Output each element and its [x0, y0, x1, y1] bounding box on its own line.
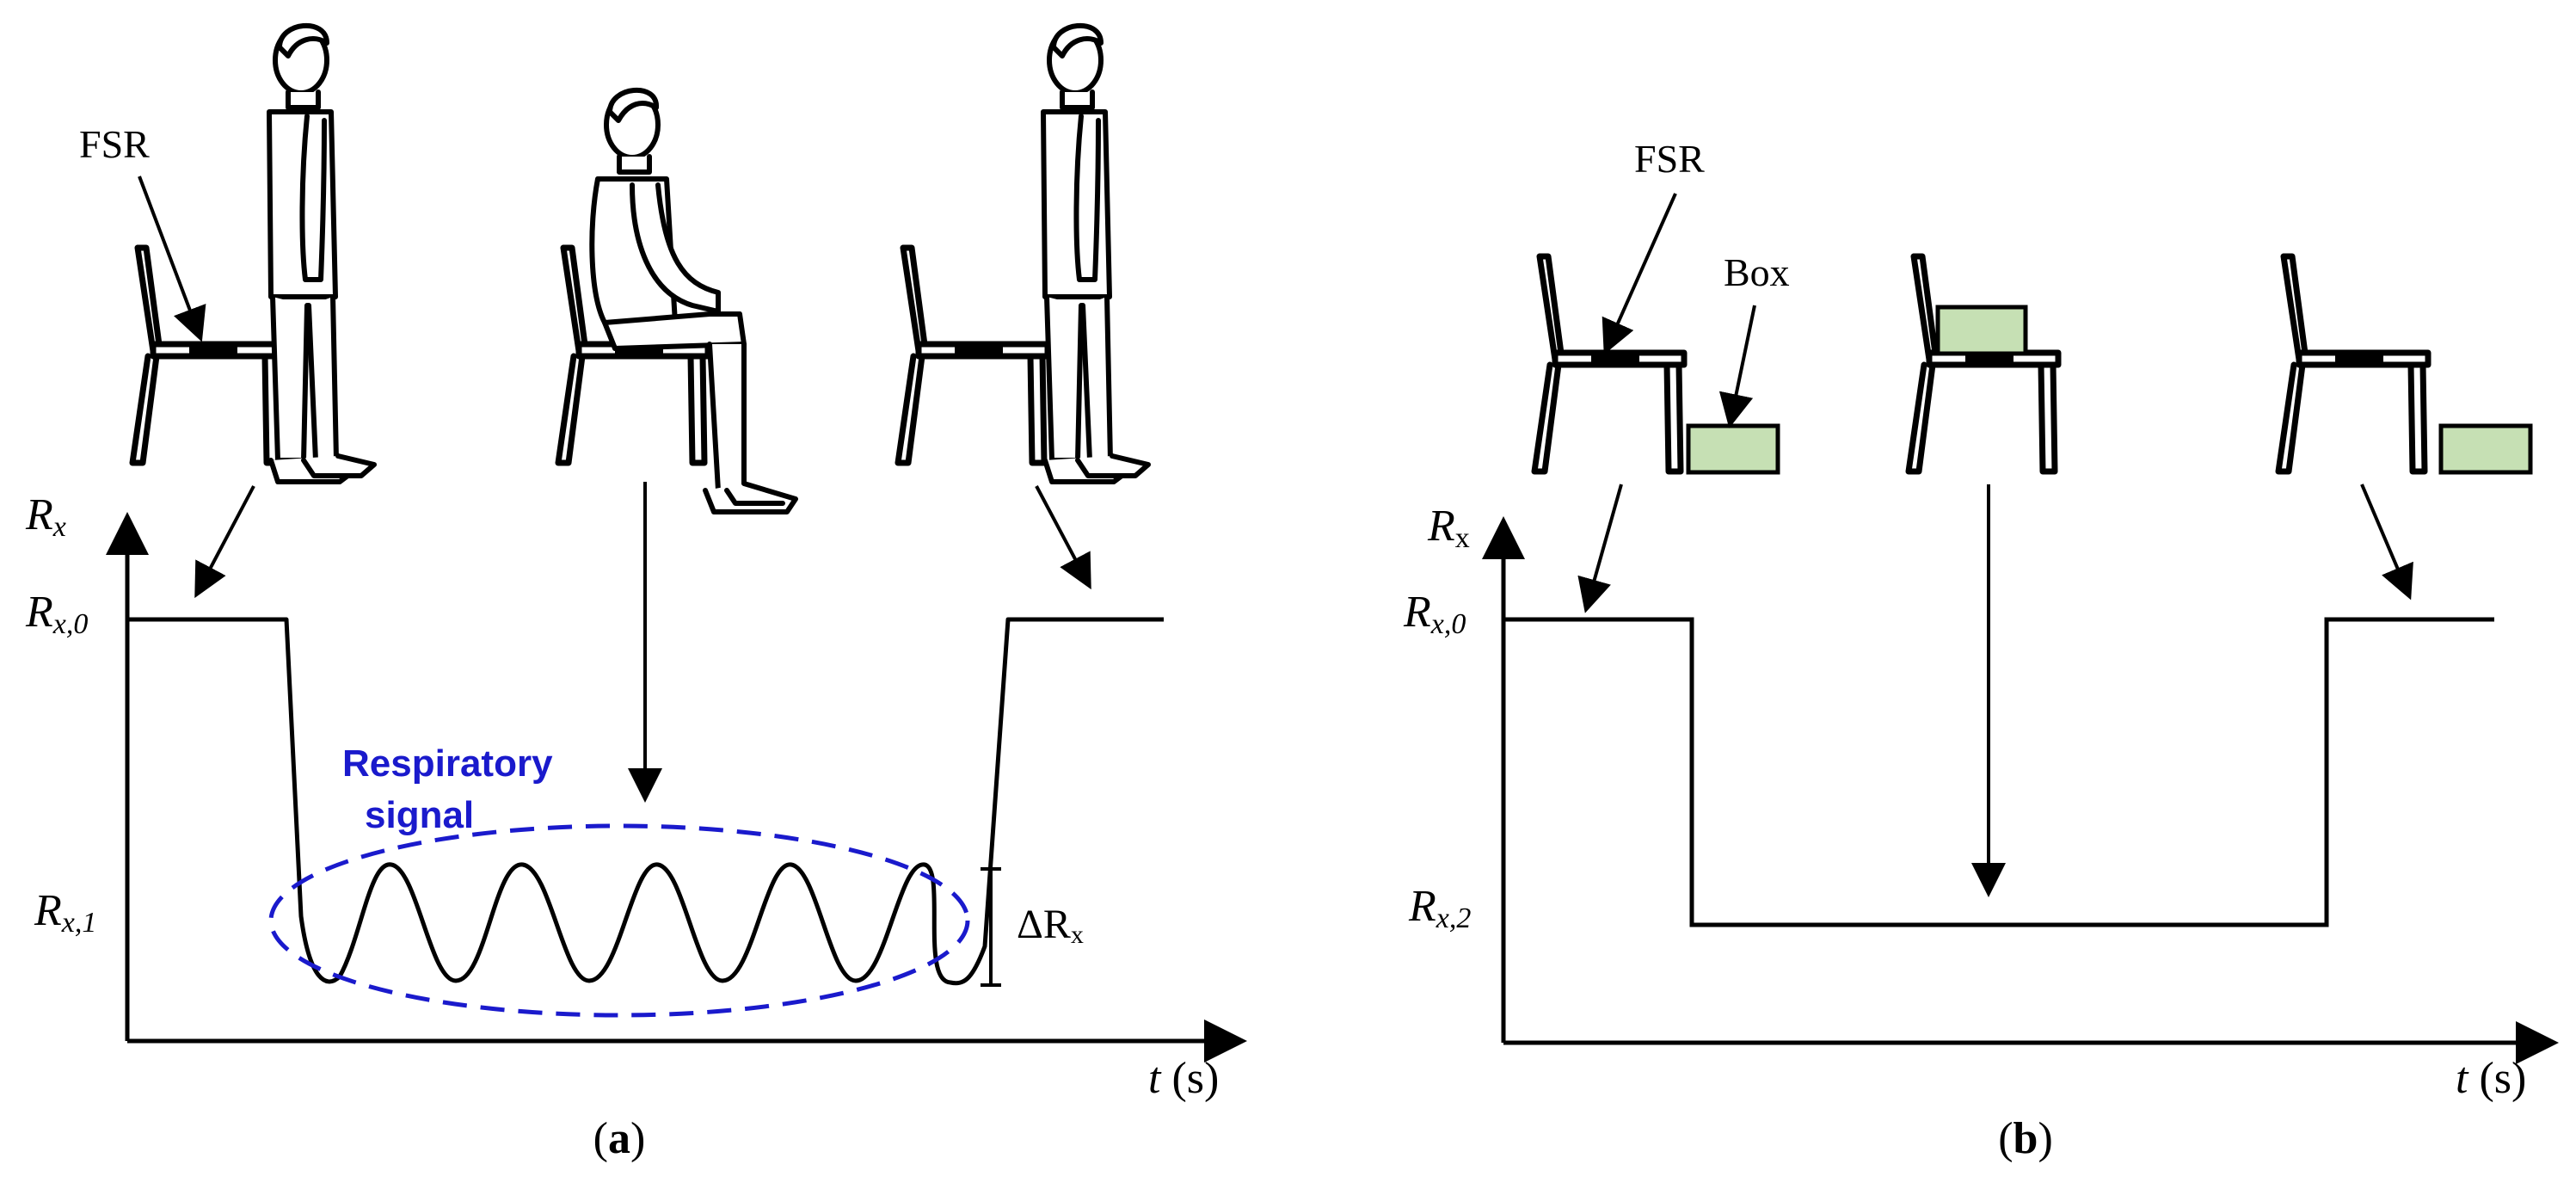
caption-a: (a)	[593, 1114, 646, 1163]
chair-icon	[1909, 256, 2058, 471]
standing-arrow	[1035, 485, 1091, 590]
signal-trace	[127, 617, 1164, 986]
unloaded-arrow	[1577, 484, 1623, 613]
standing-person-icon	[269, 26, 374, 482]
respiratory-label: Respiratory	[342, 742, 553, 785]
y-axis-label: Rx	[25, 490, 66, 543]
caption-b: (b)	[1998, 1114, 2053, 1163]
chair-icon	[132, 248, 282, 463]
chair-icon	[1534, 256, 1684, 471]
standing-person-icon	[1043, 26, 1148, 482]
unloaded-arrow	[2360, 484, 2413, 601]
level-1-label: Rx,1	[34, 886, 96, 939]
respiratory-label: signal	[365, 794, 474, 836]
chair-icon	[2278, 256, 2428, 471]
box-on-chair	[1935, 305, 2028, 356]
fsr-pointer-arrow	[138, 176, 206, 342]
box-on-floor	[1686, 423, 1780, 475]
standing-arrow	[194, 485, 255, 599]
signal-trace	[1503, 617, 2494, 927]
fsr-label: FSR	[79, 122, 150, 166]
x-axis-label: t (s)	[1148, 1054, 1219, 1103]
box-pointer-arrow	[1718, 305, 1756, 428]
box-on-floor	[2438, 423, 2533, 475]
level-0-label: Rx,0	[1403, 588, 1466, 640]
chair-icon	[898, 248, 1048, 463]
fsr-label: FSR	[1634, 137, 1705, 181]
level-2-label: Rx,2	[1408, 882, 1471, 934]
fsr-pointer-arrow	[1602, 193, 1677, 355]
x-axis-label: t (s)	[2456, 1054, 2526, 1103]
level-0-label: Rx,0	[25, 588, 88, 640]
y-axis-label: Rx	[1427, 502, 1470, 554]
panel-a: FSR Respiratory signal ΔRx Rx Rx,0 Rx,1 …	[25, 26, 1247, 1163]
box-label: Box	[1724, 250, 1790, 294]
respiratory-ellipse	[268, 823, 970, 1018]
panel-b: FSR Box Rx Rx,0 Rx,2 t (s) (b)	[1403, 137, 2559, 1163]
delta-rx-label: ΔRx	[1017, 902, 1084, 949]
